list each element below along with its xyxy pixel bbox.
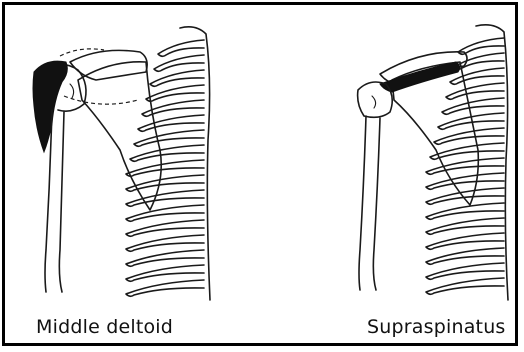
rib bbox=[126, 235, 204, 251]
rib bbox=[426, 248, 504, 264]
right-humerus bbox=[359, 116, 380, 290]
rib bbox=[150, 70, 204, 86]
right-spine bbox=[476, 25, 508, 300]
caption-middle-deltoid: Middle deltoid bbox=[36, 316, 173, 338]
rib bbox=[138, 115, 204, 131]
rib bbox=[158, 40, 204, 56]
rib bbox=[130, 145, 204, 161]
rib bbox=[446, 83, 504, 99]
left-dashed-outline-mid bbox=[64, 96, 138, 104]
rib bbox=[126, 265, 204, 281]
right-shoulder-illustration bbox=[358, 25, 508, 300]
rib bbox=[126, 190, 204, 206]
rib bbox=[426, 278, 504, 294]
rib bbox=[146, 85, 204, 101]
rib bbox=[126, 250, 204, 266]
rib bbox=[154, 55, 204, 71]
left-ribcage bbox=[126, 40, 204, 296]
rib bbox=[134, 130, 204, 146]
left-scapula bbox=[78, 62, 161, 210]
rib bbox=[434, 128, 504, 144]
right-tuberosity bbox=[372, 96, 376, 108]
left-middle-deltoid-muscle bbox=[33, 61, 67, 152]
rib bbox=[426, 203, 504, 219]
rib bbox=[442, 98, 504, 114]
rib bbox=[126, 220, 204, 236]
rib bbox=[126, 280, 204, 296]
rib bbox=[426, 158, 504, 174]
rib bbox=[426, 233, 504, 249]
caption-supraspinatus: Supraspinatus bbox=[367, 316, 506, 338]
left-tuberosity bbox=[70, 84, 74, 98]
left-spine bbox=[180, 27, 210, 300]
rib bbox=[426, 218, 504, 234]
rib bbox=[126, 160, 204, 176]
rib bbox=[426, 188, 504, 204]
left-shoulder-illustration bbox=[33, 27, 210, 300]
rib bbox=[426, 173, 504, 189]
rib bbox=[430, 143, 504, 159]
right-supraspinatus-muscle bbox=[380, 62, 460, 92]
rib bbox=[426, 263, 504, 279]
rib bbox=[126, 205, 204, 221]
